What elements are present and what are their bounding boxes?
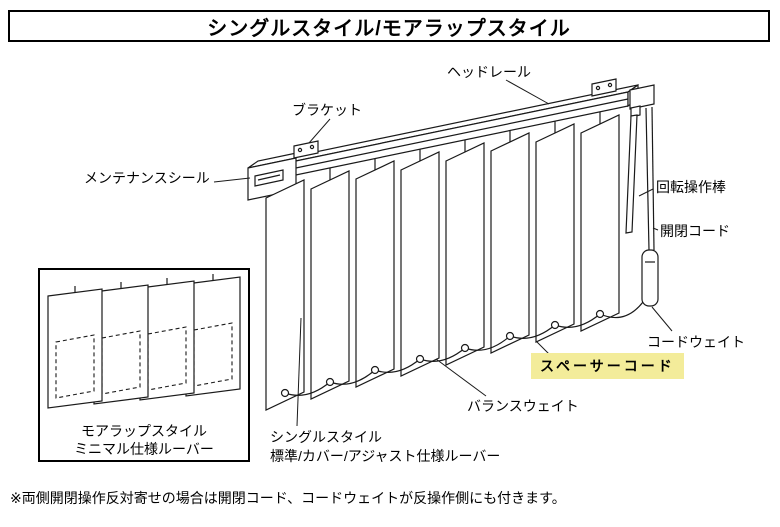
head-rail-label: ヘッドレール (447, 64, 531, 80)
single-style-spec: 標準/カバー/アジャスト仕様ルーバー (270, 448, 501, 464)
spacer-cord-label: スペーサーコード (531, 353, 684, 379)
inset-louver-vanes (47, 274, 241, 409)
bracket-shapes (293, 78, 617, 159)
leader-lines (213, 79, 673, 427)
bracket-label: ブラケット (292, 102, 362, 118)
morewrap-inset-box: モアラップスタイル ミニマル仕様ルーバー (38, 268, 250, 462)
louver-vanes (265, 114, 620, 411)
cord-weight-label: コードウェイト (647, 334, 745, 350)
balance-weight-label: バランスウェイト (467, 398, 579, 414)
rotation-rod-label: 回転操作棒 (656, 179, 726, 195)
single-style-label: シングルスタイル 標準/カバー/アジャスト仕様ルーバー (270, 428, 500, 466)
morewrap-spec-name: ミニマル仕様ルーバー (74, 441, 214, 457)
rotation-rod-shape (625, 105, 641, 234)
footnote: ※両側開閉操作反対寄せの場合は開閉コード、コードウェイトが反操作側にも付きます。 (10, 490, 566, 506)
balance-weight-dots (280, 309, 605, 398)
morewrap-inset-artwork (47, 274, 241, 409)
open-close-cord-lines (645, 106, 655, 251)
morewrap-style-name: モアラップスタイル (81, 423, 207, 439)
open-close-cord-label: 開閉コード (660, 223, 730, 239)
control-unit-shape (629, 84, 655, 110)
maintenance-seal-label: メンテナンスシール (84, 170, 210, 186)
cord-weight-shape (641, 249, 659, 307)
page-title: シングルスタイル/モアラップスタイル (207, 17, 571, 40)
title-bar: シングルスタイル/モアラップスタイル (8, 10, 770, 42)
single-style-name: シングルスタイル (270, 429, 382, 445)
morewrap-inset-caption: モアラップスタイル ミニマル仕様ルーバー (40, 422, 248, 458)
